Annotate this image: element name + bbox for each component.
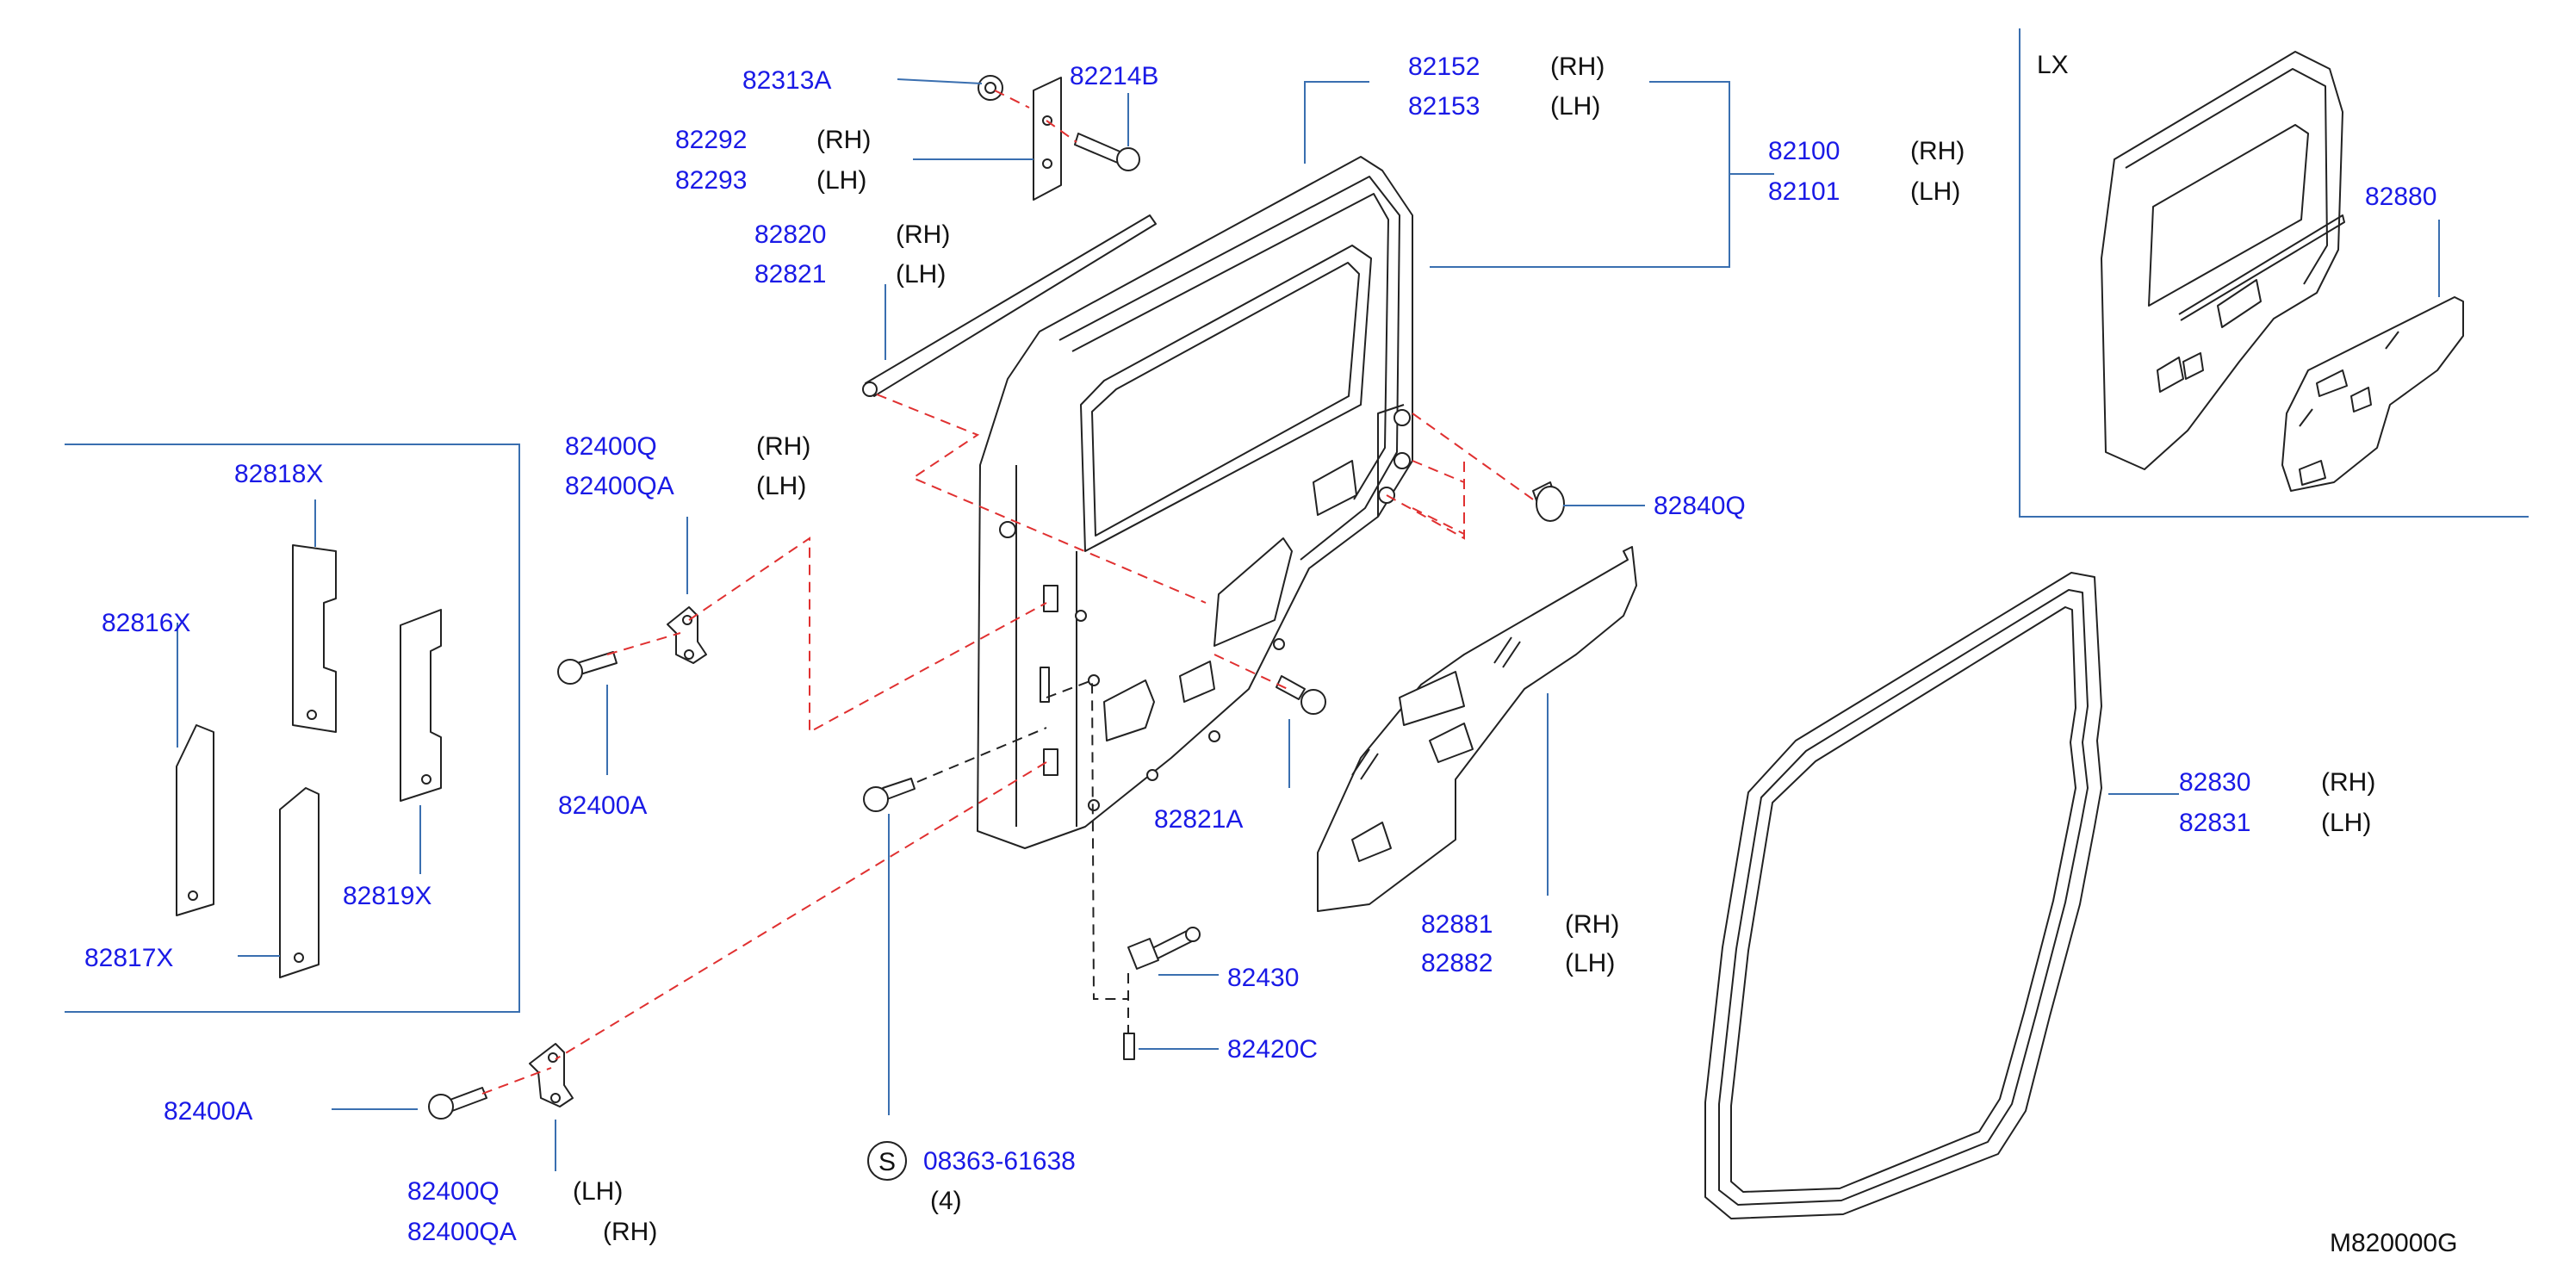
bolt-08363-61638: [863, 778, 916, 812]
label-82818x[interactable]: 82818X: [234, 460, 323, 488]
label-08363-61638[interactable]: 08363-61638: [923, 1147, 1076, 1176]
s-symbol-letter: S: [878, 1148, 896, 1176]
shim-box: [65, 444, 520, 1013]
label-82831[interactable]: 82831: [2179, 809, 2250, 837]
label-82840q[interactable]: 82840Q: [1654, 492, 1746, 520]
bolt-82214b: [1074, 133, 1140, 171]
label-82882[interactable]: 82882: [1421, 949, 1493, 977]
bolt-82400a-mid: [557, 651, 618, 685]
label-82830-side: (RH): [2321, 768, 2375, 797]
shim-82816x: [176, 724, 214, 916]
shim-82818x: [292, 544, 337, 733]
label-82880[interactable]: 82880: [2365, 183, 2436, 211]
label-82400q-top-side: (RH): [756, 432, 810, 461]
lx-screen-82880: [2281, 296, 2464, 492]
label-82881[interactable]: 82881: [1421, 910, 1493, 939]
s-symbol-circle: [867, 1141, 907, 1181]
label-82152[interactable]: 82152: [1408, 53, 1480, 81]
drawing-code: M820000G: [2330, 1229, 2457, 1257]
door-shell: [977, 156, 1413, 849]
label-82292-side: (RH): [816, 126, 871, 154]
label-82816x[interactable]: 82816X: [102, 609, 190, 637]
label-82400q-bottom[interactable]: 82400Q: [407, 1177, 500, 1206]
label-82292[interactable]: 82292: [675, 126, 747, 154]
label-82400qa-bottom-side: (RH): [603, 1218, 657, 1246]
bolt-82400a-bottom: [428, 1087, 487, 1120]
label-82400qa-bottom[interactable]: 82400QA: [407, 1218, 517, 1246]
label-82881-side: (RH): [1565, 910, 1619, 939]
label-82100-side: (RH): [1910, 137, 1965, 165]
label-82400a-mid[interactable]: 82400A: [558, 791, 647, 820]
sealing-screen-82881: [1317, 546, 1637, 912]
label-82153[interactable]: 82153: [1408, 92, 1480, 121]
label-82819x[interactable]: 82819X: [343, 882, 431, 910]
label-82882-side: (LH): [1565, 949, 1615, 977]
shim-82817x: [279, 787, 320, 978]
label-82153-side: (LH): [1550, 92, 1600, 121]
label-82400qa-top-side: (LH): [756, 472, 806, 500]
clip-82840q: [1532, 481, 1565, 522]
label-82831-side: (LH): [2321, 809, 2371, 837]
label-82152-side: (RH): [1550, 53, 1605, 81]
label-82420c[interactable]: 82420C: [1227, 1035, 1318, 1064]
leader-lines: [332, 78, 2179, 1171]
bolt-82821a: [1276, 675, 1326, 715]
label-82101-side: (LH): [1910, 177, 1960, 206]
check-link-82430: [1127, 927, 1201, 970]
labels: 82313A 82214B 82292 (RH) 82293 (LH) 8282…: [84, 51, 2457, 1257]
label-82820-side: (RH): [896, 220, 950, 249]
label-82293[interactable]: 82293: [675, 166, 747, 195]
label-82293-side: (LH): [816, 166, 866, 195]
label-82430[interactable]: 82430: [1227, 964, 1299, 992]
label-82400q-bottom-side: (LH): [573, 1177, 623, 1206]
shim-82819x: [400, 609, 442, 802]
label-82821a[interactable]: 82821A: [1154, 805, 1243, 834]
label-82214b[interactable]: 82214B: [1070, 62, 1158, 90]
label-82830[interactable]: 82830: [2179, 768, 2250, 797]
hinge-lower: [529, 1043, 574, 1107]
label-82820[interactable]: 82820: [754, 220, 826, 249]
label-quantity: (4): [930, 1187, 962, 1215]
label-lx: LX: [2037, 51, 2069, 79]
hinge-upper: [667, 606, 707, 664]
lx-inset: [2019, 28, 2529, 518]
weatherstrip-82830: [1704, 572, 2102, 1219]
assembly-lines: [481, 90, 1534, 1095]
pin-82420c: [1123, 1033, 1135, 1060]
label-82313a[interactable]: 82313A: [742, 66, 831, 95]
label-82821-side: (LH): [896, 260, 946, 288]
label-82101[interactable]: 82101: [1768, 177, 1840, 206]
label-82100[interactable]: 82100: [1768, 137, 1840, 165]
nut-82313a: [978, 75, 1003, 101]
label-82817x[interactable]: 82817X: [84, 944, 173, 972]
label-82400q-top[interactable]: 82400Q: [565, 432, 657, 461]
sash-strip-82820: [862, 214, 1157, 397]
bracket-82292: [1033, 77, 1062, 201]
label-82400qa-top[interactable]: 82400QA: [565, 472, 674, 500]
label-82400a-bottom[interactable]: 82400A: [164, 1097, 252, 1126]
label-82821[interactable]: 82821: [754, 260, 826, 288]
